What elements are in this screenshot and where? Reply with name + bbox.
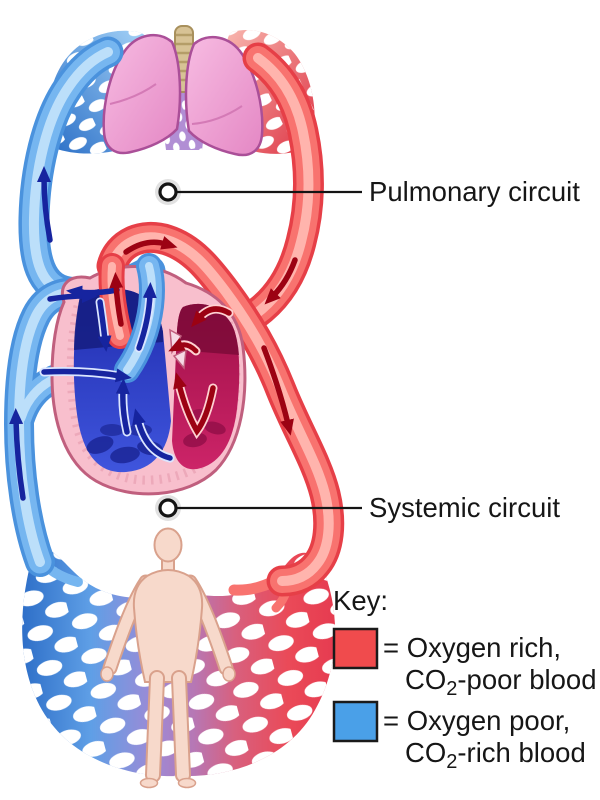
oxygen-poor-swatch: [332, 700, 379, 743]
lungs: [102, 33, 264, 157]
pulmonary-circuit-text: Pulmonary circuit: [369, 176, 580, 207]
oxygen-rich-line2: CO2-poor blood: [405, 664, 597, 700]
left-lung: [102, 33, 182, 155]
key-legend: Key: = Oxygen rich, CO2-poor blood = Oxy…: [332, 585, 597, 773]
oxygen-poor-line1: = Oxygen poor,: [383, 705, 570, 736]
oxygen-rich-line1: = Oxygen rich,: [383, 632, 561, 663]
key-entry-oxygen-rich: = Oxygen rich, CO2-poor blood: [332, 627, 597, 700]
pulmonary-label-marker: [158, 182, 178, 202]
blood-flow-arrows-blue: [9, 166, 175, 501]
systemic-circuit-label: Systemic circuit: [155, 492, 560, 523]
oxygen-poor-line2: CO2-rich blood: [405, 737, 586, 773]
systemic-label-marker: [158, 498, 178, 518]
key-entry-oxygen-poor: = Oxygen poor, CO2-rich blood: [332, 700, 586, 773]
blood-flow-arrows-red: [109, 236, 298, 440]
key-title: Key:: [333, 585, 388, 616]
systemic-circuit-text: Systemic circuit: [369, 492, 560, 523]
pulmonary-circuit-label: Pulmonary circuit: [155, 176, 580, 207]
oxygen-rich-swatch: [332, 627, 379, 670]
right-lung: [184, 35, 264, 157]
body-figure: [100, 527, 236, 789]
